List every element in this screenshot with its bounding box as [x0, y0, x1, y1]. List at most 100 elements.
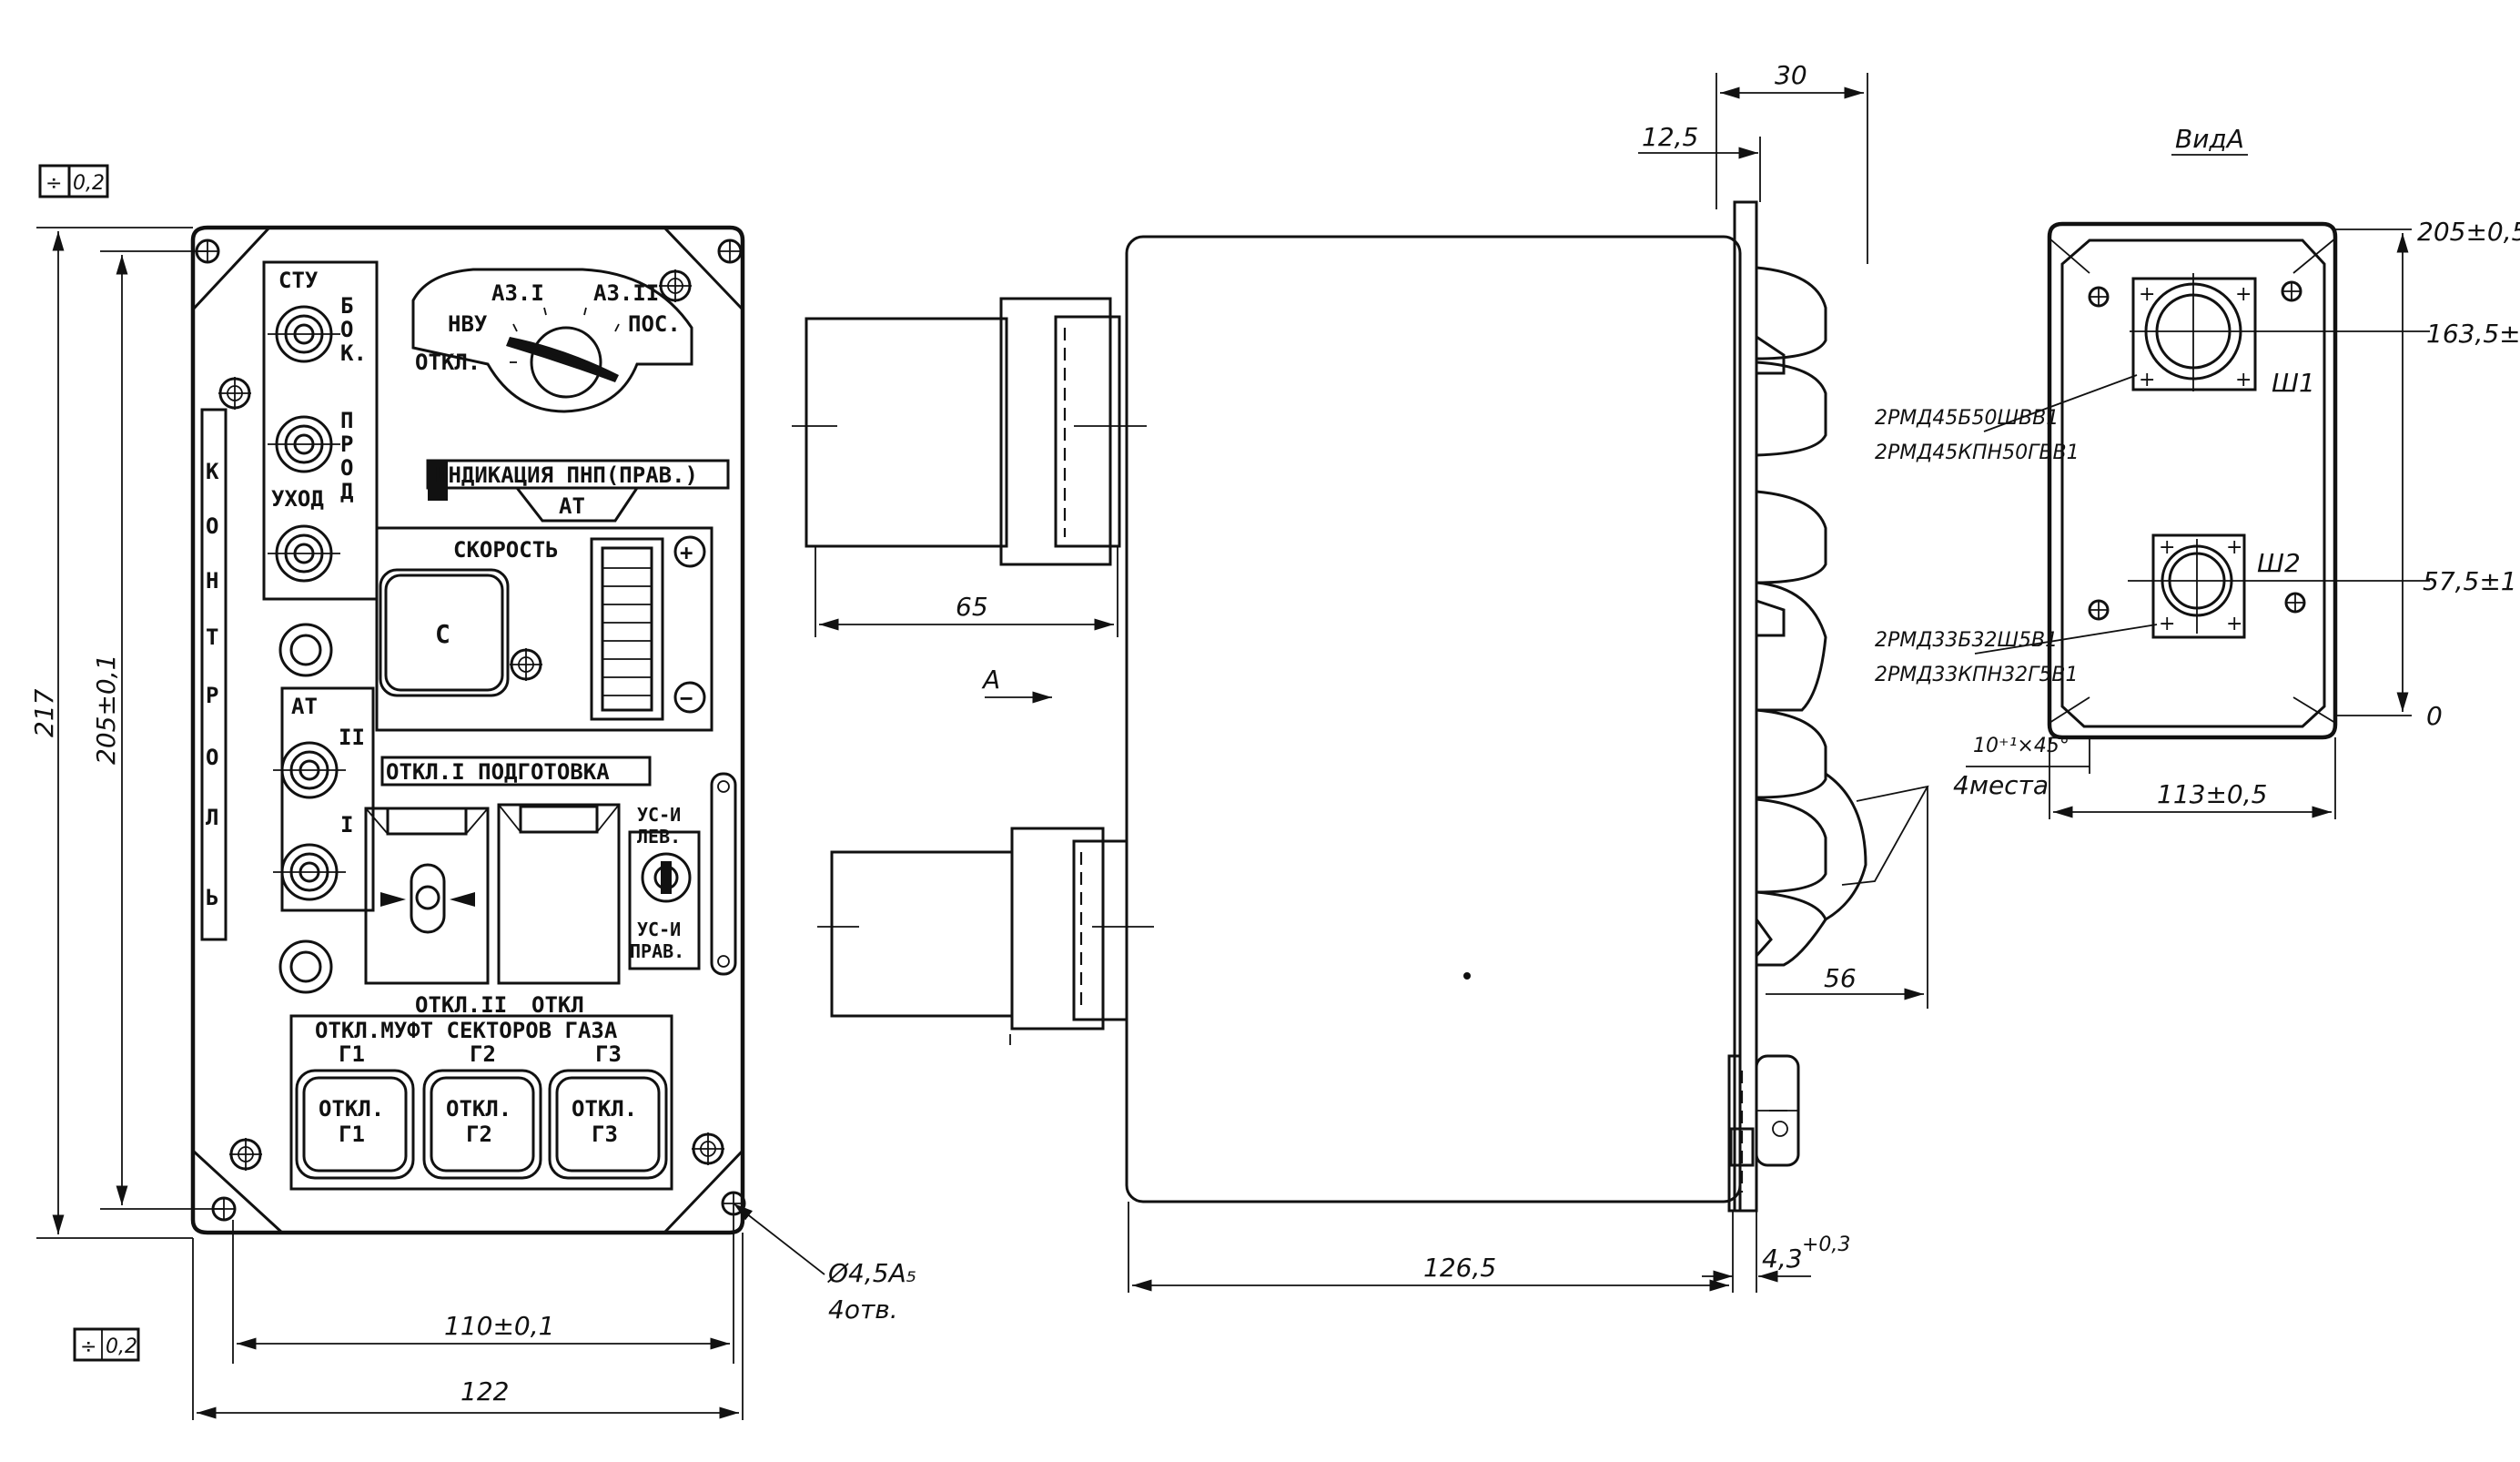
dim-back-vertical: [2335, 228, 2412, 716]
group-3-head: Г3: [595, 1041, 622, 1067]
dim-back-163: 163,5±1: [2426, 319, 2520, 349]
side-knobs: [1755, 266, 1929, 967]
side-lower-bracket: [1729, 1054, 1800, 1167]
at-tab: [515, 487, 639, 523]
stu-button-bok[interactable]: [268, 305, 340, 363]
dim-overall-height: 217: [29, 227, 193, 1239]
uhod-label: УХОД: [271, 486, 324, 512]
clutch-block: [289, 1014, 673, 1191]
front-panel-chamfer-br: [663, 1149, 744, 1234]
svg-text:−: −: [680, 685, 693, 711]
side-connector-lower: [817, 827, 1154, 1045]
svg-text:+: +: [2226, 536, 2242, 559]
connector-sh2: + + + +: [2128, 533, 2430, 639]
us-switch[interactable]: [628, 830, 701, 970]
side-body-center-mark: [1463, 972, 1471, 980]
svg-text:ОТКЛ.: ОТКЛ.: [319, 1096, 384, 1122]
dim-back-chamfer: [1966, 737, 2090, 819]
prod-letter-1: П: [340, 408, 353, 433]
dim-mount-height: 205±0,1: [91, 250, 224, 1210]
side-body: [1125, 235, 1742, 1203]
svg-text:217: 217: [29, 688, 59, 737]
prod-letter-3: О: [340, 455, 353, 481]
stu-button-prod[interactable]: [268, 415, 340, 473]
at-tab-label: АТ: [559, 493, 585, 519]
connector-sh2-label: Ш2: [2257, 548, 2301, 578]
speed-c-button-outer: [379, 568, 510, 697]
at-button-1[interactable]: [273, 843, 346, 901]
dim-back-205: 205±0,5: [2417, 217, 2520, 247]
svg-text:Ø4,5A₅: Ø4,5A₅: [827, 1258, 916, 1288]
side-front-panel: [1727, 200, 1758, 1213]
speed-c-button[interactable]: С: [384, 574, 504, 692]
mode-switch-panel: [411, 268, 693, 413]
back-screw-1: [2088, 286, 2110, 308]
front-panel-chamfer-tr: [663, 226, 744, 311]
us-lev-2: ЛЕВ.: [637, 826, 681, 848]
dim-side-30: 30: [1715, 60, 1868, 264]
prod-letter-2: Р: [340, 431, 353, 457]
svg-text:+0,3: +0,3: [1802, 1234, 1850, 1256]
svg-text:Н: Н: [206, 568, 218, 594]
otkl-label: ОТКЛ: [531, 992, 584, 1018]
prod-letter-4: Д: [340, 479, 353, 504]
connector-sh1: + + + +: [2130, 273, 2430, 391]
clutch-button-g2[interactable]: ОТКЛ. Г2: [422, 1069, 542, 1180]
us-prav-2: ПРАВ.: [630, 940, 684, 962]
kontrol-label: К О Н Т Р О Л Ь: [206, 459, 219, 910]
side-view: 30 12,5 65 A 56 126,5: [792, 60, 1929, 1293]
indication-marker: [428, 461, 448, 501]
front-panel-outline: [190, 225, 745, 1235]
indication-label: ИНДИКАЦИЯ ПНП(ПРАВ.): [435, 462, 698, 488]
svg-text:30: 30: [1775, 60, 1807, 90]
dim-hole-note: Ø4,5A₅ 4отв.: [733, 1203, 916, 1325]
svg-text:122: 122: [460, 1376, 509, 1406]
clutch-button-g3[interactable]: ОТКЛ. Г3: [548, 1069, 668, 1180]
svg-text:+: +: [2235, 283, 2252, 306]
tolerance-top-symbol: ÷: [46, 172, 62, 195]
front-panel-chamfer-tl: [191, 226, 271, 311]
dim-side-12-5: 12,5: [1638, 122, 1761, 202]
dim-back-57: 57,5±1: [2423, 566, 2517, 596]
svg-text:12,5: 12,5: [1642, 122, 1698, 152]
svg-text:Г2: Г2: [466, 1122, 492, 1147]
svg-text:4,3: 4,3: [1762, 1244, 1803, 1274]
prep-right-bracket: [710, 772, 737, 976]
kontrol-button-lower[interactable]: [278, 939, 333, 994]
speed-block: [375, 526, 713, 732]
side-connector-upper: [792, 297, 1147, 566]
svg-text:65: 65: [956, 592, 988, 622]
at-roman-2: II: [339, 725, 365, 750]
back-screw-4: [2284, 592, 2306, 614]
svg-text:ОТКЛ.: ОТКЛ.: [446, 1096, 511, 1122]
prep-button-housing[interactable]: [497, 803, 621, 985]
view-arrow-a: A: [981, 665, 1052, 704]
dim-mount-width: 110±0,1: [232, 1214, 734, 1364]
stu-block: [262, 260, 379, 601]
kontrol-button-upper[interactable]: [278, 623, 333, 677]
connector-sh1-label: Ш1: [2272, 368, 2315, 398]
stu-button-uhod[interactable]: [268, 524, 340, 583]
dim-back-113: [2053, 737, 2336, 819]
svg-text:0,2: 0,2: [106, 1335, 137, 1358]
svg-text:+: +: [2235, 369, 2252, 391]
speed-plus-button[interactable]: +: [673, 535, 706, 568]
dim-side-4-3: 4,3 +0,3: [1702, 1211, 1850, 1293]
dim-back-chamfer-text: 10⁺¹×45°: [1973, 735, 2070, 757]
mode-nvu: НВУ: [448, 311, 488, 337]
screw-right-top: [659, 269, 692, 302]
bok-letter-2: О: [340, 317, 353, 342]
front-view: ÷ 0,2 СТУ Б О К. П Р О Д УХОД: [29, 164, 916, 1420]
speed-minus-button[interactable]: −: [673, 681, 706, 714]
svg-text:+: +: [2139, 283, 2155, 306]
back-screw-2: [2281, 280, 2302, 302]
group-2-head: Г2: [470, 1041, 496, 1067]
at-block: [280, 686, 375, 912]
mode-az2: АЗ.II: [593, 280, 659, 306]
dim-side-126-5: 126,5: [1128, 1202, 1734, 1293]
kontrol-strip: [200, 408, 228, 941]
otkl1-switch-knob[interactable]: [380, 863, 475, 934]
mode-switch-knob[interactable]: [506, 307, 620, 399]
at-button-2[interactable]: [273, 741, 346, 799]
clutch-button-g1[interactable]: ОТКЛ. Г1: [295, 1069, 415, 1180]
